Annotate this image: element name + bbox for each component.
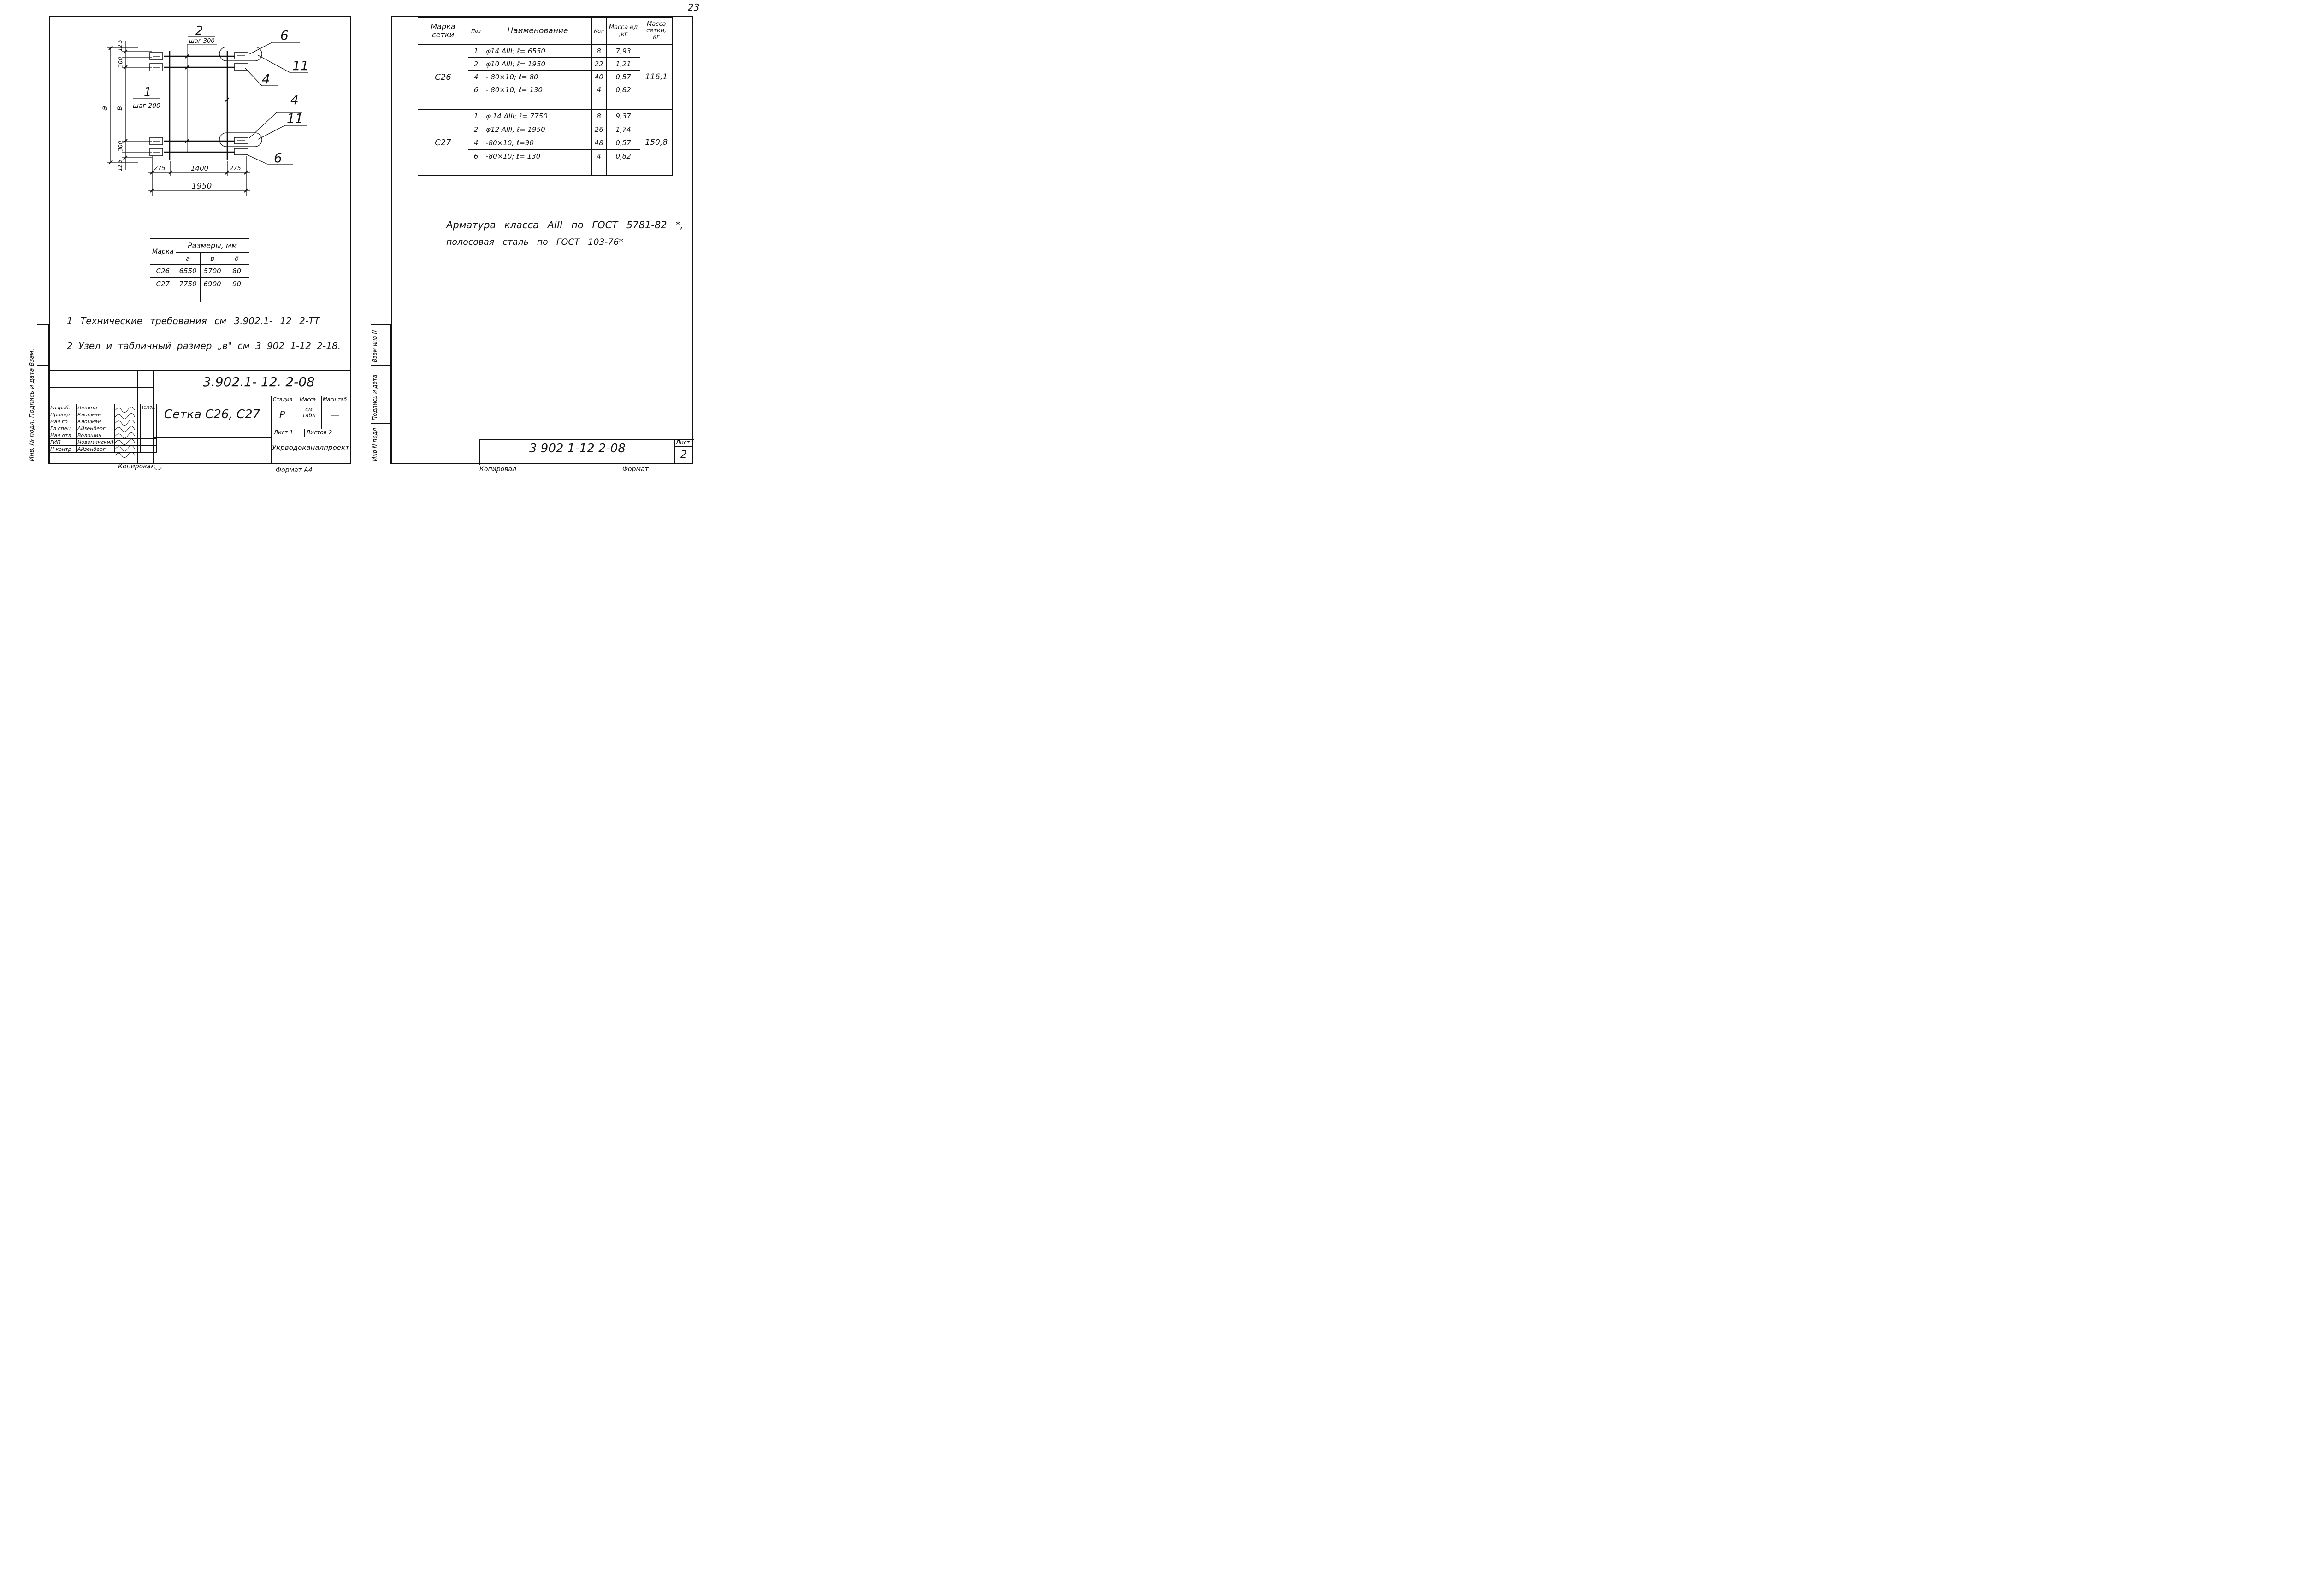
right-stamp-code: 3 902 1-12 2-08 — [529, 442, 626, 455]
table-row: С27 7750 6900 90 — [150, 277, 249, 290]
margin-label-sign: Подпись и дата — [372, 374, 378, 420]
table-row: ГИП Новоминский — [49, 438, 157, 446]
spec-header-qty: Кол — [591, 17, 607, 45]
mesh-drawing — [107, 36, 308, 196]
note-1: 1 Технические требования см 3.902.1- 12 … — [67, 315, 320, 326]
scale-value: — — [331, 410, 339, 420]
table-row: 4 - 80×10; ℓ= 80 40 0,57 — [418, 70, 673, 83]
label-2: 2 — [195, 24, 203, 38]
table-row: Провер Клоцман — [49, 411, 157, 418]
corner-box — [686, 0, 703, 16]
sizes-header-sizes: Размеры, мм — [175, 238, 249, 253]
cell: 90 — [224, 277, 249, 290]
note-2: 2 Узел и табличный размер „в" см 3 902 1… — [67, 340, 341, 351]
format-label-right: Формат — [622, 466, 649, 473]
table-row: С26 1 φ14 АIII; ℓ= 6550 8 7,93 116,1 — [418, 44, 673, 110]
label-1: 1 — [144, 85, 152, 99]
doc-code: 3.902.1- 12. 2-08 — [203, 374, 315, 390]
dim-1400: 1400 — [191, 164, 209, 172]
right-sheet-frame — [391, 16, 693, 464]
dim-275-left: 275 — [154, 165, 165, 172]
scale-label: Масштаб — [323, 396, 347, 402]
spec-header-name: Наименование — [484, 17, 592, 45]
stage-label: Стадия — [273, 396, 293, 402]
table-row: 6 - 80×10; ℓ= 130 4 0,82 — [418, 83, 673, 96]
sizes-col-delta: δ — [224, 252, 249, 265]
sheets-label: Листов 2 — [306, 429, 332, 436]
dim-275-right: 275 — [230, 165, 241, 172]
spec-mark-c27: С27 — [418, 109, 468, 176]
table-row: 2 φ12 АIII, ℓ= 1950 26 1,74 — [418, 123, 673, 136]
mass-label: Масса — [300, 396, 316, 402]
table-row: С27 1 φ 14 АIII; ℓ= 7750 8 9,37 150,8 — [418, 109, 673, 176]
spec-mark-c26: С26 — [418, 44, 468, 110]
left-margin-divider — [37, 365, 49, 366]
right-stamp — [479, 439, 694, 465]
table-row — [418, 96, 673, 110]
steel-note-line2: полосовая сталь по ГОСТ 103-76* — [446, 237, 624, 247]
spec-total-c26: 116,1 — [640, 44, 673, 110]
table-row: С26 6550 5700 80 — [150, 264, 249, 278]
callout-11-mid: 11 — [287, 111, 303, 126]
spec-header-unit-mass: Масса ед ,кг — [606, 17, 641, 45]
callout-6-top: 6 — [280, 28, 289, 43]
signatures — [115, 407, 162, 470]
stage-value: Р — [279, 409, 285, 420]
spec-header-mark: Марка сетки — [418, 17, 468, 45]
callout-4-mid: 4 — [290, 92, 299, 107]
table-row: 2 φ10 АIII; ℓ= 1950 22 1,21 — [418, 57, 673, 71]
organization: Укрводоканалпроект — [272, 443, 349, 452]
left-sheet-frame — [49, 16, 351, 464]
spec-header-total-mass: Масса сетки, кг — [640, 17, 673, 45]
margin-label-inv: Инв N подл — [372, 428, 378, 461]
corner-sheet-number: 23 — [688, 2, 700, 13]
left-margin-strip — [37, 324, 49, 464]
right-margin-strip — [371, 324, 391, 464]
sheet-label: Лист 1 — [274, 429, 293, 436]
doc-title: Сетка С26, С27 — [164, 408, 260, 421]
spec-header-row: Марка сетки Поз Наименование Кол Масса е… — [418, 17, 673, 45]
spec-table: Марка сетки Поз Наименование Кол Масса е… — [418, 17, 673, 176]
cell: 6550 — [175, 264, 201, 278]
dim-1950: 1950 — [192, 182, 212, 191]
callout-4-top: 4 — [262, 71, 270, 87]
callout-6-bottom: 6 — [274, 150, 282, 166]
copied-label-left: Копировал — [118, 463, 155, 470]
label-step200: шаг 200 — [133, 102, 160, 110]
table-row: 4 -80×10; ℓ=90 48 0,57 — [418, 136, 673, 150]
steel-note-line1: Арматура класса АIII по ГОСТ 5781-82 *, — [446, 219, 684, 231]
table-row — [418, 163, 673, 176]
copied-label-right: Копировал — [479, 466, 516, 473]
table-row: Нач гр Клоцман — [49, 418, 157, 425]
callout-11-top: 11 — [292, 58, 309, 73]
spec-header-pos: Поз — [467, 17, 485, 45]
label-step300: шаг 300 — [189, 38, 215, 45]
mass-value: см табл — [302, 406, 316, 419]
sizes-table: Марка Размеры, мм a в δ С26 6550 5700 80… — [150, 238, 249, 302]
title-block — [49, 370, 351, 465]
right-stamp-sheet-value: 2 — [680, 449, 687, 461]
margin-label-vzam: Взам инв N — [372, 330, 378, 362]
table-row — [150, 290, 249, 302]
roles-table: Разраб. Левина 11/87г. Провер Клоцман На… — [49, 404, 157, 453]
format-label-left: Формат А4 — [276, 467, 313, 474]
spec-total-c27: 150,8 — [640, 109, 673, 176]
right-stamp-sheet-label: Лист — [676, 439, 690, 446]
cell: 7750 — [175, 277, 201, 290]
